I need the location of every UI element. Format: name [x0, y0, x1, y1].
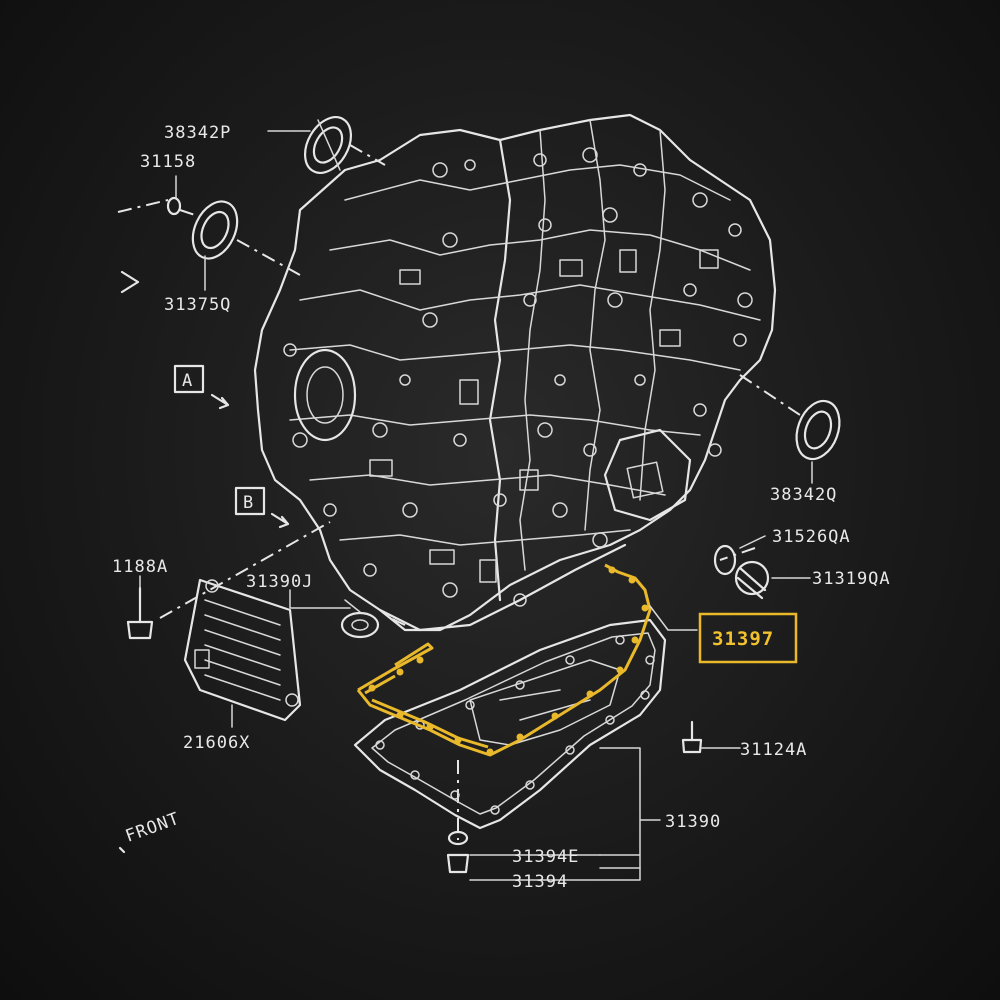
label-31390: 31390 — [665, 812, 721, 832]
view-b-label: B — [243, 493, 254, 513]
oil-cooler-21606x — [183, 578, 302, 722]
label-31526qa: 31526QA — [772, 527, 851, 547]
label-31394e: 31394E — [512, 847, 579, 867]
label-38342q: 38342Q — [770, 485, 837, 505]
label-38342p: 38342P — [164, 123, 231, 143]
label-31124a: 31124A — [740, 740, 807, 760]
left-arrow-chevron — [120, 270, 140, 294]
leader-lines — [139, 130, 813, 881]
seal-38342p — [303, 116, 353, 174]
transmission-case — [253, 113, 777, 632]
view-b-marker: B — [234, 486, 290, 529]
label-21606x: 21606X — [183, 733, 250, 753]
oil-pan-31390 — [353, 618, 667, 830]
view-a-marker: A — [173, 364, 230, 410]
pan-bolt-31124a — [681, 720, 703, 754]
seal-31375q — [191, 200, 239, 260]
front-indicator: FRONT — [118, 809, 183, 854]
seal-38342q — [795, 399, 841, 461]
label-1188a: 1188A — [112, 557, 168, 577]
view-a-label: A — [182, 371, 193, 391]
drain-plug-31394 — [446, 830, 470, 874]
bolt-1188a — [126, 586, 154, 640]
label-31158: 31158 — [140, 152, 196, 172]
label-31397: 31397 — [712, 628, 774, 650]
label-31375q: 31375Q — [164, 295, 231, 315]
front-label: FRONT — [123, 809, 183, 847]
pan-gasket-31397 — [356, 563, 652, 757]
o-ring-31158 — [166, 196, 182, 216]
washer-31390j — [340, 611, 380, 639]
washer-31526qa — [713, 544, 737, 576]
label-31319qa: 31319QA — [812, 569, 891, 589]
label-31394: 31394 — [512, 872, 568, 892]
highlight-box-31397 — [698, 612, 798, 664]
drain-plug-31319qa — [734, 560, 770, 600]
part-labels: 38342P 31158 31375Q 38342Q 31526QA 31319… — [112, 123, 891, 892]
label-31390j: 31390J — [246, 572, 313, 592]
center-lines — [117, 144, 801, 840]
